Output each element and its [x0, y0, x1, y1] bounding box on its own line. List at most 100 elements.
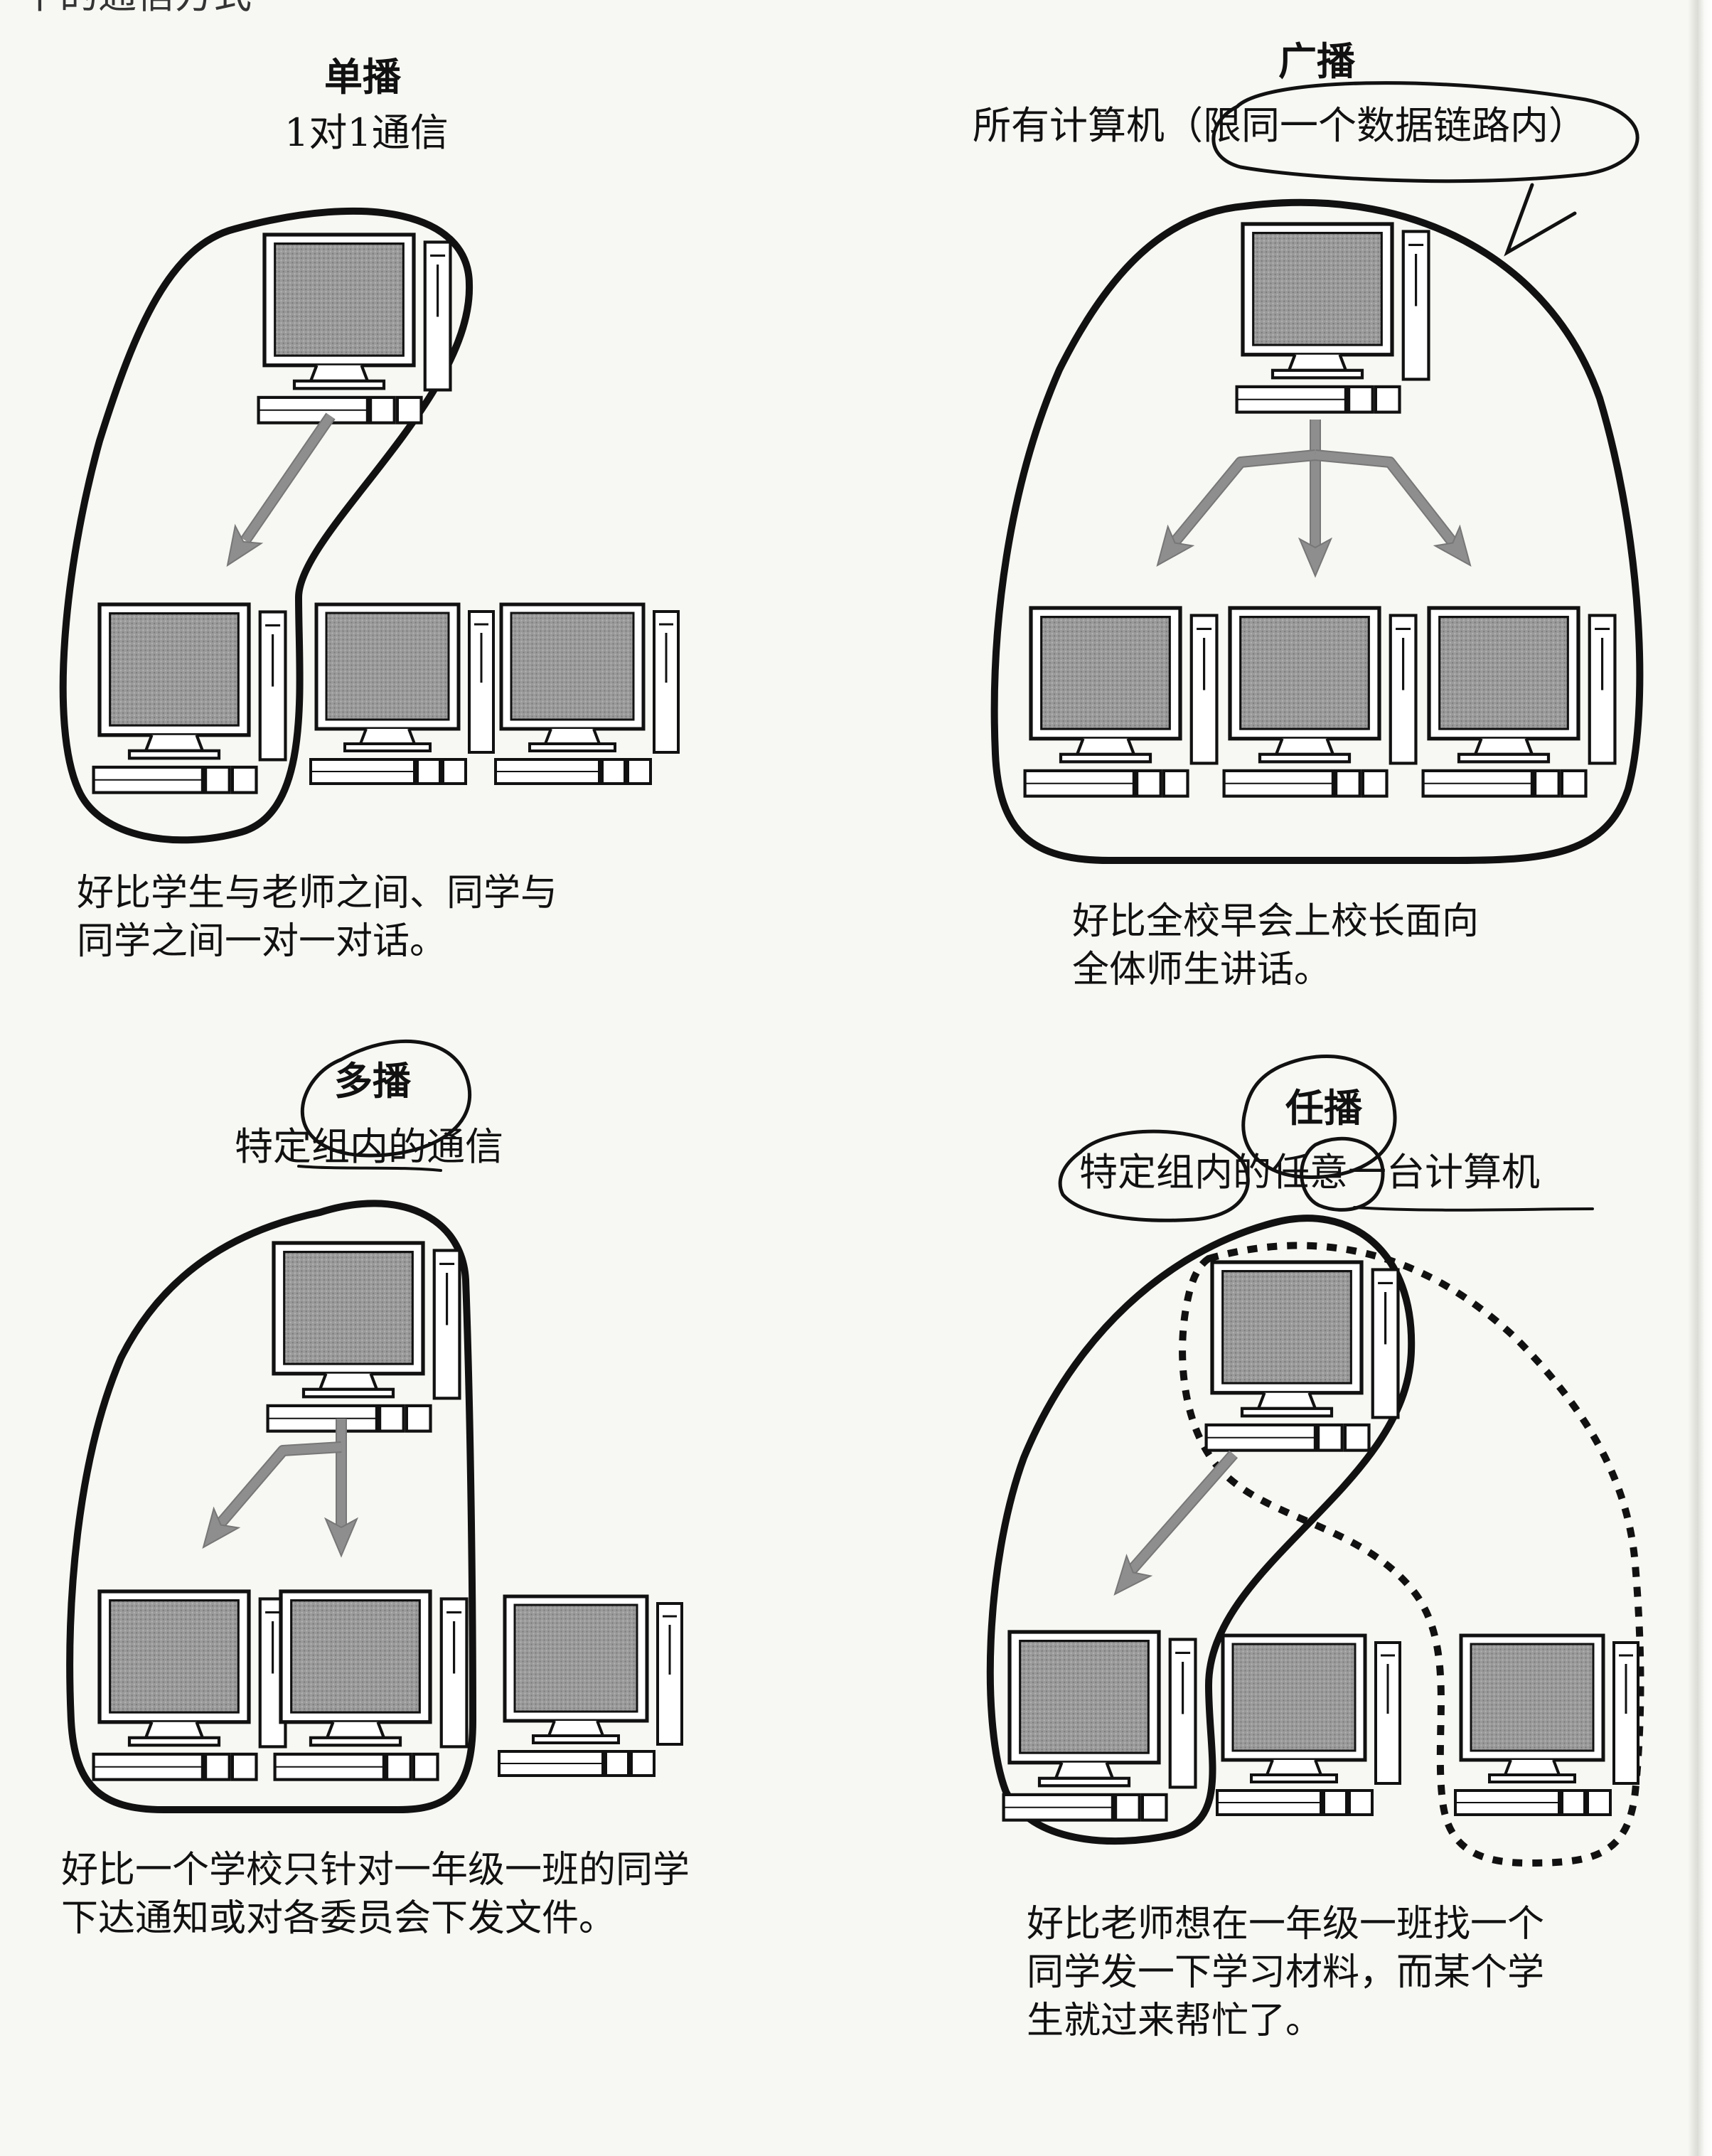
- multicast-arrow-left-shaft: [215, 1443, 342, 1528]
- monitor-base: [292, 379, 386, 390]
- computer-icon: [273, 1589, 469, 1781]
- monitor-screen: [1438, 616, 1569, 730]
- arrow-head: [1113, 1553, 1153, 1596]
- anycast-subtitle-circled: 特定组内的: [1079, 1150, 1271, 1195]
- computer-icon: [1204, 1260, 1400, 1452]
- keyboard-numpad: [1561, 1789, 1586, 1816]
- broadcast-subtitle-circled: 限同一个数据链路内: [1203, 103, 1548, 148]
- keyboard-keys: [1140, 1793, 1168, 1822]
- unicast-arrow-head: [226, 523, 264, 567]
- monitor-screen: [1221, 1270, 1352, 1384]
- keyboard-keys: [1162, 769, 1189, 798]
- anycast-caption: 好比老师想在一年级一班找一个 同学发一下学习材料，而某个学 生就过来帮忙了。: [1027, 1900, 1544, 2045]
- unicast-arrow-shaft: [242, 413, 334, 543]
- broadcast-subtitle-circle: [1211, 81, 1639, 183]
- monitor-screen: [1470, 1643, 1595, 1752]
- monitor-base: [1037, 1776, 1131, 1788]
- computer-icon: [1235, 222, 1430, 414]
- broadcast-loop: [990, 198, 1644, 864]
- keyboard-keys: [1586, 1789, 1612, 1816]
- monitor-base: [1059, 752, 1152, 764]
- computer-icon: [1023, 606, 1219, 798]
- arrow-head: [202, 1506, 241, 1549]
- keyboard-keys: [230, 765, 258, 794]
- computer-icon: [92, 1589, 287, 1781]
- keyboard-keys: [630, 1750, 656, 1777]
- broadcast-arrow-right-shaft: [1315, 451, 1457, 547]
- anycast-caption-line-1: 好比老师想在一年级一班找一个: [1027, 1903, 1545, 1946]
- keyboard-keys: [1361, 769, 1389, 798]
- anycast-arrow-head: [1113, 1553, 1153, 1596]
- monitor-stand: [1265, 1759, 1323, 1776]
- keyboard-numpad: [368, 395, 396, 425]
- computer-icon: [498, 1594, 683, 1777]
- keyboard-numpad: [1334, 769, 1361, 798]
- keyboard-numpad: [1113, 1793, 1141, 1822]
- anycast-title: 任播: [1285, 1086, 1362, 1131]
- computer-icon: [494, 602, 680, 785]
- multicast-title-circle: [300, 1039, 472, 1158]
- anycast-caption-line-3: 生就过来帮忙了。: [1027, 2000, 1323, 2042]
- keyboard-numpad: [601, 758, 626, 785]
- cutoff-heading-fragment: 下的通信方式: [21, 0, 252, 14]
- unicast-caption: 好比学生与老师之间、同学与 同学之间一对一对话。: [77, 869, 557, 966]
- monitor-screen: [109, 612, 240, 727]
- multicast-subtitle-underline: [297, 1165, 442, 1172]
- monitor-screen: [274, 242, 405, 357]
- monitor-stand: [325, 1722, 386, 1739]
- keyboard-numpad: [1316, 1423, 1344, 1452]
- multicast-caption-line-2: 下达通知或对各委员会下发文件。: [61, 1897, 616, 1940]
- broadcast-caption: 好比全校早会上校长面向 全体师生讲话。: [1072, 897, 1479, 994]
- broadcast-arrow-right-shaft-outline: [1315, 449, 1459, 548]
- keyboard-numpad: [1135, 769, 1162, 798]
- keyboard-keys: [442, 758, 467, 785]
- anycast-loop: [986, 1215, 1416, 1845]
- keyboard-numpad: [203, 765, 231, 794]
- monitor-screen: [1252, 232, 1383, 346]
- keyboard-numpad: [416, 758, 442, 785]
- monitor-stand: [144, 1722, 205, 1739]
- anycast-subtitle-underline: [1353, 1206, 1594, 1212]
- broadcast-title: 广播: [1278, 39, 1355, 84]
- keyboard-numpad: [378, 1404, 405, 1433]
- multicast-caption-line-1: 好比一个学校只针对一年级一班的同学: [61, 1849, 690, 1891]
- keyboard-numpad: [203, 1752, 231, 1781]
- monitor-base: [301, 1387, 395, 1399]
- monitor-stand: [309, 365, 370, 383]
- monitor-stand: [547, 1720, 605, 1737]
- broadcast-subtitle-pre: 所有计算机（: [973, 103, 1203, 148]
- computer-icon: [257, 233, 452, 425]
- unicast-caption-line-1: 好比学生与老师之间、同学与: [77, 872, 558, 914]
- computer-icon: [266, 1241, 461, 1433]
- anycast-subtitle-circle: [1058, 1129, 1250, 1222]
- anycast-subtitle-small-circle: [1300, 1136, 1385, 1212]
- broadcast-arrow-right-head: [1433, 524, 1472, 567]
- monitor-base: [127, 749, 221, 760]
- monitor-stand: [1503, 1759, 1561, 1776]
- multicast-title: 多播: [334, 1059, 411, 1104]
- keyboard-numpad: [604, 1750, 630, 1777]
- arrow-head: [1433, 524, 1472, 567]
- monitor-stand: [1287, 354, 1348, 372]
- keyboard-keys: [626, 758, 652, 785]
- keyboard-numpad: [385, 1752, 412, 1781]
- anycast-subtitle: 特定组内的任意一台计算机: [1079, 1153, 1540, 1192]
- monitor-base: [127, 1736, 221, 1747]
- anycast-arrow-shaft: [1127, 1451, 1237, 1574]
- arrow-head: [1156, 524, 1195, 567]
- monitor-stand: [543, 728, 601, 745]
- keyboard-numpad: [1347, 385, 1374, 414]
- page-edge-shadow: [1688, 0, 1712, 2156]
- monitor-screen: [1040, 616, 1171, 730]
- monitor-base: [1240, 1407, 1334, 1418]
- keyboard-keys: [1343, 1423, 1371, 1452]
- arrow-head: [323, 1517, 359, 1558]
- monitor-stand: [358, 728, 417, 745]
- broadcast-arrow-left-shaft-outline: [1168, 449, 1316, 548]
- multicast-arrow-left-head: [202, 1506, 241, 1549]
- monitor-screen: [510, 612, 635, 721]
- computer-icon: [1222, 606, 1418, 798]
- monitor-base: [1457, 752, 1551, 764]
